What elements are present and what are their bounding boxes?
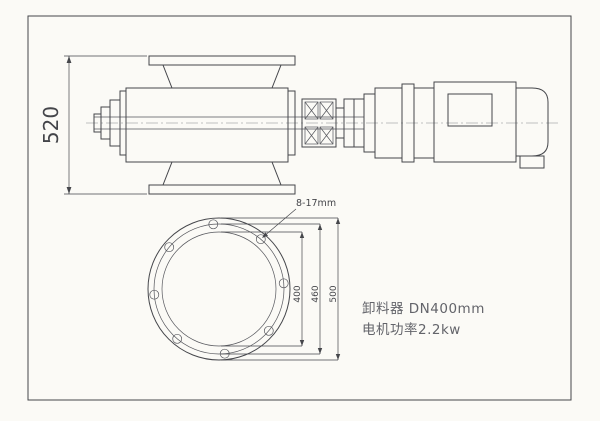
motor-foot [519,155,545,169]
dimension-460: 460 [221,223,323,355]
outlet-flange [148,184,296,195]
flange-view: 8-17mm 400 460 500 [147,198,341,361]
drawing-frame [27,15,572,401]
dim-520-label: 520 [39,106,63,144]
bolt-circle [153,223,285,355]
bolt-holes [149,219,289,359]
dimension-400: 400 [221,231,305,347]
arrowhead [299,232,305,238]
right-bearing-assembly [287,90,337,156]
bolt-holes-label: 8-17mm [296,198,336,209]
arrowhead [66,56,72,63]
dia-460-label: 460 [311,285,321,302]
motor-terminal-box [447,93,493,127]
motor-fan-cover [515,87,549,157]
coupling-gearbox [335,83,435,163]
dimension-520: 520 [39,55,147,195]
inlet-hopper [162,64,282,89]
spec-text: 卸料器 DN400mm 电机功率2.2kw [362,301,485,338]
dia-500-label: 500 [329,285,339,302]
bolt-hole [263,325,274,336]
arrowhead [317,348,323,354]
arrowhead [335,354,341,360]
arrowhead [335,218,341,224]
bolt-hole [208,219,219,230]
spec-line-1: 卸料器 DN400mm [362,301,485,317]
arrowhead [299,340,305,346]
outlet-hopper [162,161,282,186]
bolt-hole [149,289,160,300]
left-bearing-assembly [93,90,127,156]
bolt-hole [255,234,266,245]
arrowhead [262,232,268,238]
bolt-hole [164,242,175,253]
dia-400-label: 400 [293,285,303,302]
inlet-flange [148,55,296,66]
dimension-500: 500 [221,217,341,361]
bolt-hole [278,278,289,289]
valve-body [125,87,289,163]
arrowhead [317,224,323,230]
arrowhead [66,187,72,194]
bore-circle [161,231,277,347]
side-view [86,55,558,195]
flange-outer-circle [147,217,291,361]
bolt-hole [172,333,183,344]
spec-line-2: 电机功率2.2kw [362,321,461,338]
motor [433,81,549,169]
